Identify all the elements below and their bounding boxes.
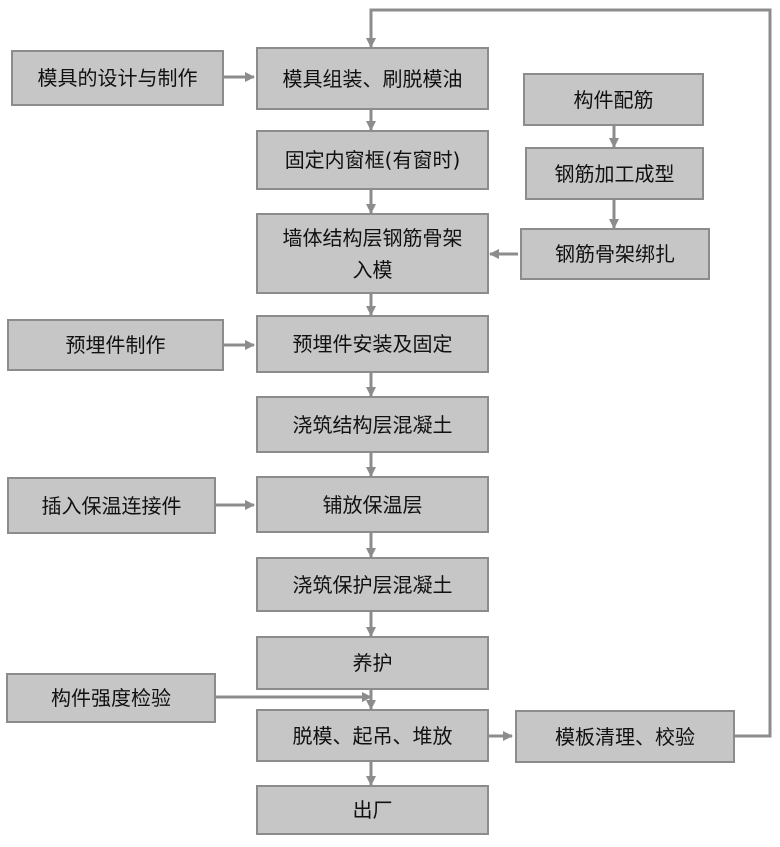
step-curing: 养护	[256, 636, 489, 690]
step-lay-insulation: 铺放保温层	[256, 476, 489, 533]
rebar-design: 构件配筋	[523, 73, 704, 126]
step-pour-structural-concrete: 浇筑结构层混凝土	[256, 396, 489, 453]
return-loop	[366, 8, 772, 738]
step-rebar-cage-label: 墙体结构层钢筋骨架入模	[282, 225, 463, 282]
step-fix-window-frame: 固定内窗框(有窗时)	[256, 130, 489, 190]
step-mold-assembly: 模具组装、刷脱模油	[256, 47, 489, 110]
formwork-cleaning: 模板清理、校验	[515, 710, 735, 763]
rebar-processing: 钢筋加工成型	[525, 147, 704, 200]
input-mold-design: 模具的设计与制作	[11, 50, 224, 106]
step-demold-lift-stack: 脱模、起吊、堆放	[256, 709, 489, 762]
step-rebar-cage-in-mold: 墙体结构层钢筋骨架入模	[256, 213, 489, 294]
input-embedded-parts-making: 预埋件制作	[7, 319, 224, 371]
input-insert-connectors: 插入保温连接件	[7, 477, 216, 534]
rebar-cage-binding: 钢筋骨架绑扎	[520, 228, 710, 280]
step-leave-factory: 出厂	[256, 785, 489, 835]
step-pour-protective-concrete: 浇筑保护层混凝土	[256, 557, 489, 612]
input-strength-check: 构件强度检验	[6, 673, 216, 723]
step-install-embedded-parts: 预埋件安装及固定	[256, 315, 489, 373]
